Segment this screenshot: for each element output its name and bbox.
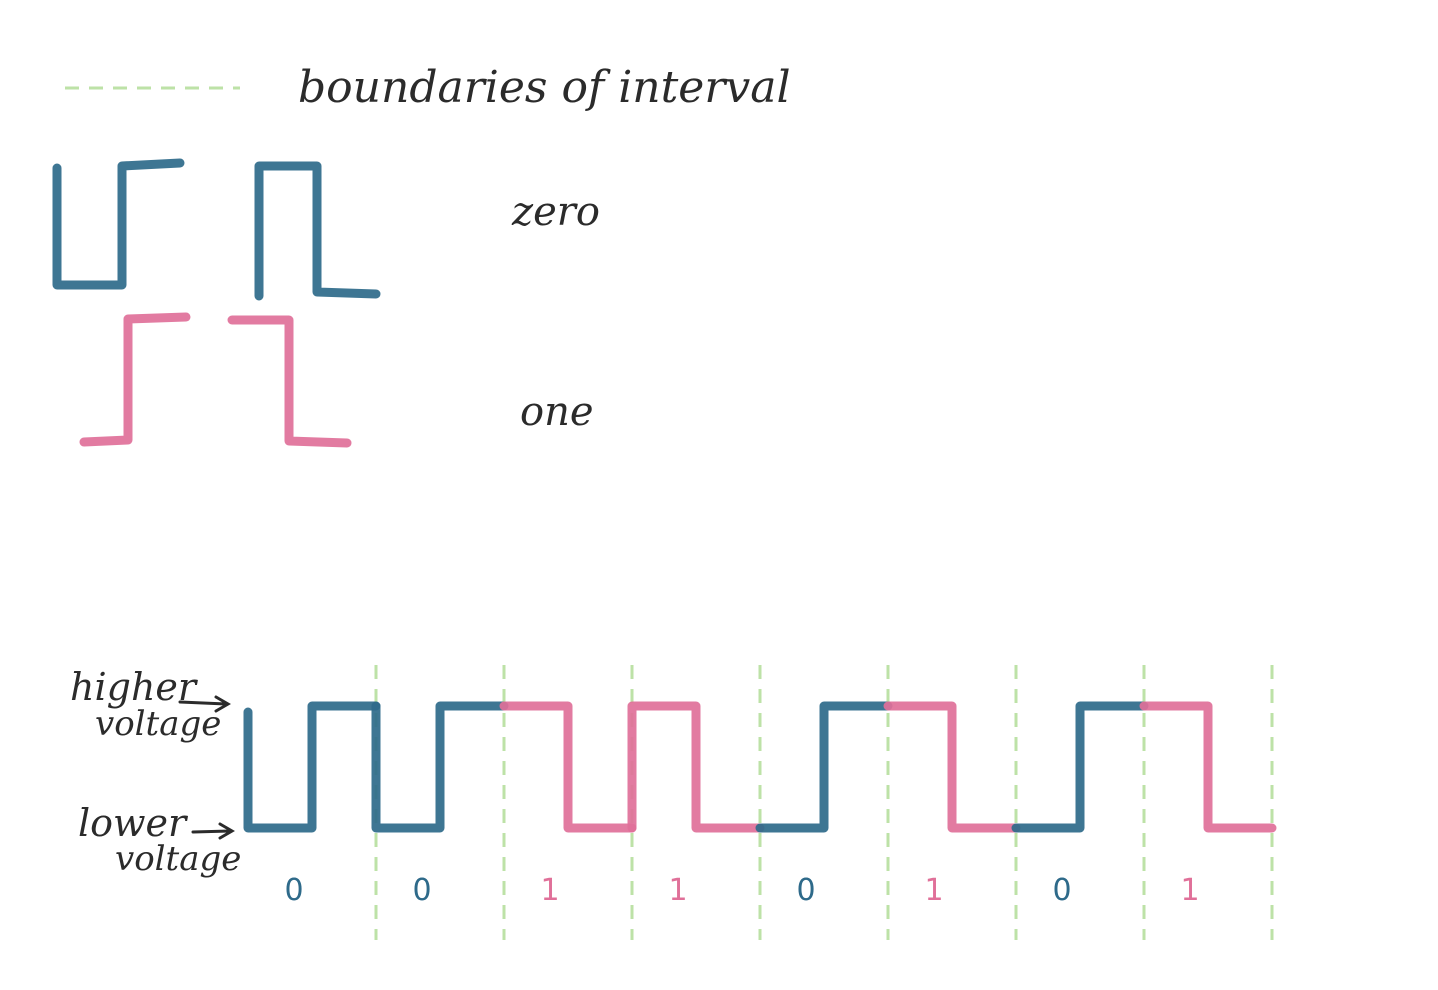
boundary-legend: boundaries of interval	[65, 62, 791, 113]
lower-voltage-label: lower voltage	[78, 801, 241, 879]
bit-label: 0	[796, 873, 815, 908]
signal-segment-one	[499, 701, 637, 833]
boundary-legend-label: boundaries of interval	[298, 62, 791, 113]
higher-voltage-arrow	[178, 695, 231, 713]
higher-voltage-label: higher voltage	[70, 665, 231, 744]
lower-label-line2: voltage	[115, 839, 241, 879]
signal-segment-one	[627, 701, 765, 833]
bit-label: 1	[668, 873, 687, 908]
bit-label: 0	[412, 873, 431, 908]
zero-legend: zero	[52, 158, 600, 301]
signal-segment-zero	[1011, 701, 1149, 833]
bit-label: 1	[924, 873, 943, 908]
bit-label: 1	[1180, 873, 1199, 908]
signal-segment-zero	[243, 701, 381, 833]
zero-waveform-pulse	[254, 161, 381, 301]
higher-label-line1: higher	[70, 665, 199, 709]
bit-label: 0	[284, 873, 303, 908]
higher-label-line2: voltage	[95, 704, 221, 744]
signal-segment-one	[883, 701, 1021, 833]
zero-waveform-low-start	[52, 158, 185, 290]
bit-label: 1	[540, 873, 559, 908]
interval-boundaries	[374, 665, 1274, 940]
one-waveform-pulse	[227, 315, 352, 448]
one-waveform-rise	[79, 312, 191, 447]
one-legend-label: one	[520, 389, 594, 435]
zero-legend-label: zero	[511, 189, 600, 235]
bit-label: 0	[1052, 873, 1071, 908]
one-legend: one	[79, 312, 594, 448]
bit-labels: 0 0 1 1 0 1 0 1	[284, 873, 1199, 908]
signal-segment-zero	[371, 701, 509, 833]
encoded-signal	[243, 701, 1277, 833]
signal-segment-zero	[755, 701, 893, 833]
lower-label-line1: lower	[78, 801, 189, 845]
signal-segment-one	[1139, 701, 1277, 833]
lower-voltage-arrow	[191, 822, 235, 840]
